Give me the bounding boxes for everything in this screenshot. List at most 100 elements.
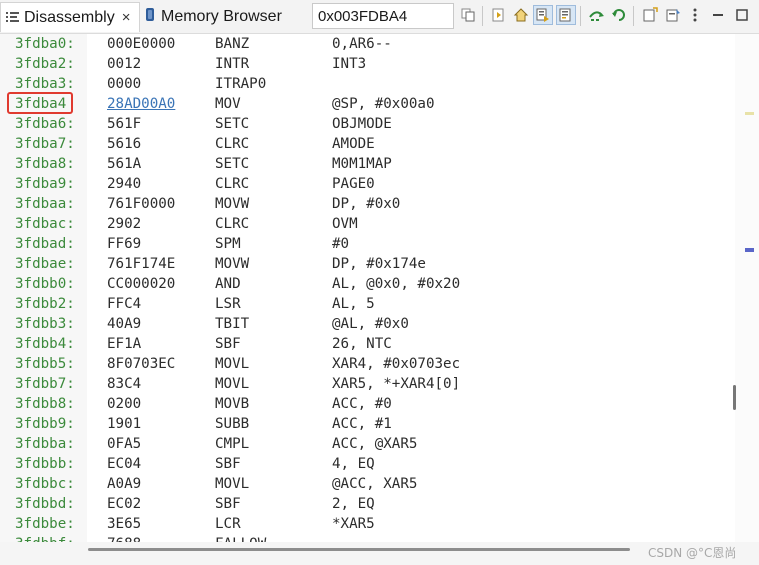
opcode-cell: A0A9 <box>107 476 142 492</box>
address-cell: 3fdbbb: <box>15 456 75 472</box>
address-cell: 3fdbb7: <box>15 376 75 392</box>
disassembly-icon <box>6 9 19 27</box>
horizontal-scrollbar[interactable] <box>0 542 759 565</box>
home-icon[interactable] <box>511 5 531 25</box>
address-cell: 3fdba0: <box>15 36 75 52</box>
mnemonic-cell: CLRC <box>215 216 250 232</box>
address-cell: 3fdbba: <box>15 436 75 452</box>
maximize-icon[interactable] <box>732 5 752 25</box>
refresh-icon[interactable] <box>609 5 629 25</box>
vertical-scroll-thumb[interactable] <box>733 385 736 410</box>
address-field[interactable] <box>312 3 454 29</box>
minimize-icon[interactable] <box>708 5 728 25</box>
mnemonic-cell: AND <box>215 276 241 292</box>
opcode-cell: 5616 <box>107 136 142 152</box>
address-cell: 3fdba9: <box>15 176 75 192</box>
opcode-cell: EF1A <box>107 336 142 352</box>
mnemonic-cell: SBF <box>215 336 241 352</box>
mnemonic-cell: BANZ <box>215 36 250 52</box>
mnemonic-cell: MOVB <box>215 396 250 412</box>
operands-cell: 0,AR6-- <box>332 36 392 52</box>
tab-disassembly-label: Disassembly <box>24 8 115 26</box>
operands-cell: DP, #0x0 <box>332 196 401 212</box>
mnemonic-cell: LCR <box>215 516 241 532</box>
pin-icon[interactable] <box>663 5 683 25</box>
address-gutter[interactable] <box>0 34 87 542</box>
watermark: CSDN @°C恩尚 <box>648 546 737 560</box>
opcode-cell: 0012 <box>107 56 142 72</box>
view-menu-icon[interactable] <box>685 5 705 25</box>
address-cell: 3fdbbd: <box>15 496 75 512</box>
address-cell: 3fdbbc: <box>15 476 75 492</box>
opcode-cell: 761F174E <box>107 256 176 272</box>
operands-cell: @AL, #0x0 <box>332 316 409 332</box>
opcode-cell: 40A9 <box>107 316 142 332</box>
opcode-cell: 761F0000 <box>107 196 176 212</box>
mnemonic-cell: FALLOW <box>215 534 266 542</box>
opcode-link[interactable]: 28AD00A0 <box>107 96 176 112</box>
horizontal-scroll-thumb[interactable] <box>88 548 630 551</box>
tab-memory-browser[interactable]: Memory Browser <box>140 2 304 31</box>
mnemonic-cell: SBF <box>215 456 241 472</box>
vertical-scrollbar[interactable] <box>735 34 759 542</box>
tab-disassembly[interactable]: Disassembly × <box>0 2 140 32</box>
mnemonic-cell: SETC <box>215 116 250 132</box>
highlight-box <box>7 92 73 114</box>
address-cell: 3fdbae: <box>15 256 75 272</box>
mnemonic-cell: MOVW <box>215 196 250 212</box>
opcode-cell: 8F0703EC <box>107 356 176 372</box>
copy-icon[interactable] <box>458 5 478 25</box>
link-with-editor-icon[interactable] <box>489 5 509 25</box>
mnemonic-cell: TBIT <box>215 316 250 332</box>
opcode-cell: EC02 <box>107 496 142 512</box>
operands-cell: 26, NTC <box>332 336 392 352</box>
opcode-cell: EC04 <box>107 456 142 472</box>
mnemonic-cell: CLRC <box>215 176 250 192</box>
opcode-cell: 000E0000 <box>107 36 176 52</box>
address-input[interactable] <box>313 7 448 25</box>
mnemonic-cell: CMPL <box>215 436 250 452</box>
opcode-cell: 0FA5 <box>107 436 142 452</box>
opcode-cell: 2940 <box>107 176 142 192</box>
show-symbols-icon[interactable] <box>556 5 576 25</box>
address-cell: 3fdbbf: <box>15 534 75 542</box>
table-row[interactable]: 3fdbbf:7688FALLOW <box>0 534 735 542</box>
new-view-icon[interactable] <box>640 5 660 25</box>
table-row[interactable]: 3fdba0: 000E0000 BANZ 0,AR6-- <box>0 34 735 54</box>
step-over-icon[interactable] <box>587 5 607 25</box>
opcode-cell: 83C4 <box>107 376 142 392</box>
mnemonic-cell: SUBB <box>215 416 250 432</box>
opcode-cell: FFC4 <box>107 296 142 312</box>
show-source-icon[interactable] <box>533 5 553 25</box>
mnemonic-cell: MOVL <box>215 356 250 372</box>
operands-cell: AL, 5 <box>332 296 375 312</box>
tab-memory-label: Memory Browser <box>161 7 282 25</box>
address-cell: 3fdba4 <box>15 96 67 112</box>
close-icon[interactable]: × <box>121 9 131 26</box>
